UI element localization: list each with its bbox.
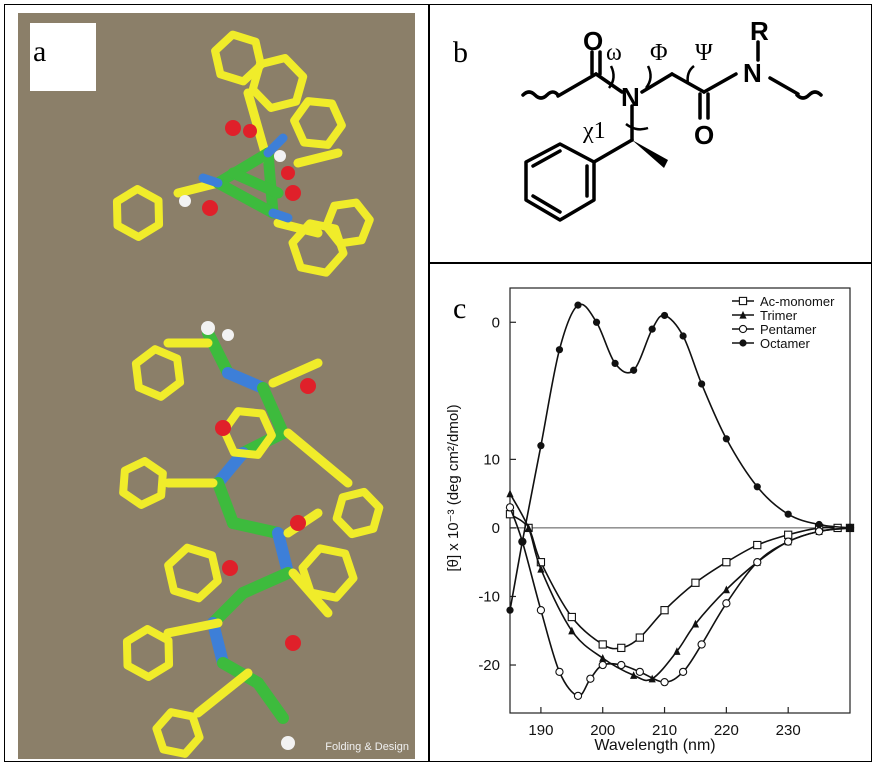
bond-stick	[227, 167, 284, 199]
panel-label-a: a	[33, 35, 47, 68]
atom-ball	[201, 321, 215, 335]
atom-ball	[281, 166, 295, 180]
phenyl-ring	[152, 708, 204, 758]
panel-a-molecular-model: Folding & Design	[18, 13, 415, 759]
figure-frame	[4, 4, 872, 762]
atom-ball	[179, 195, 191, 207]
bond-stick	[198, 173, 223, 188]
bond-stick	[283, 428, 353, 488]
bond-stick	[212, 447, 249, 489]
phenyl-ring	[131, 345, 185, 401]
bond-stick	[257, 382, 289, 439]
atom-ball	[285, 185, 301, 201]
bond-stick	[268, 358, 323, 388]
bond-stick	[212, 177, 279, 219]
bond-stick	[273, 218, 323, 238]
atom-ball	[225, 120, 241, 136]
bond-stick	[252, 677, 289, 724]
phenyl-ring	[119, 457, 167, 509]
bond-stick	[272, 527, 294, 579]
bond-stick	[163, 618, 223, 638]
atom-ball	[274, 150, 286, 162]
bond-stick	[268, 208, 293, 223]
panel-a-label-box	[30, 23, 96, 91]
bond-stick	[293, 148, 343, 168]
phenyl-ring	[322, 198, 374, 248]
atom-ball	[222, 560, 238, 576]
bond-stick	[237, 567, 294, 599]
bond-stick	[217, 657, 264, 689]
molecular-model-render	[112, 30, 384, 758]
phenyl-ring	[290, 97, 346, 149]
row-divider	[428, 262, 872, 264]
bond-stick	[202, 327, 234, 379]
panel-label-b: b	[453, 36, 468, 69]
atom-ball	[281, 736, 295, 750]
atom-ball	[222, 329, 234, 341]
bond-stick	[212, 147, 274, 189]
atom-ball	[243, 124, 257, 138]
phenyl-ring	[288, 219, 348, 277]
phenyl-ring	[298, 544, 358, 602]
phenyl-ring	[112, 185, 164, 241]
phenyl-ring	[164, 543, 222, 603]
atom-ball	[290, 515, 306, 531]
bond-stick	[212, 477, 239, 529]
phenyl-ring	[122, 625, 174, 681]
panel-label-c: c	[453, 292, 467, 325]
bond-stick	[288, 568, 333, 618]
bond-stick	[207, 617, 229, 669]
phenyl-ring	[248, 53, 308, 113]
column-divider	[428, 4, 430, 762]
atom-ball	[202, 200, 218, 216]
image-credit: Folding & Design	[325, 741, 409, 753]
bond-stick	[207, 587, 249, 629]
bond-stick	[222, 367, 269, 394]
bond-stick	[227, 517, 284, 539]
bond-stick	[193, 668, 253, 718]
phenyl-ring	[332, 487, 384, 539]
bond-stick	[262, 147, 279, 219]
atom-ball	[300, 378, 316, 394]
atom-ball	[215, 420, 231, 436]
phenyl-ring	[211, 30, 265, 86]
atom-ball	[285, 635, 301, 651]
bond-stick	[263, 133, 288, 158]
